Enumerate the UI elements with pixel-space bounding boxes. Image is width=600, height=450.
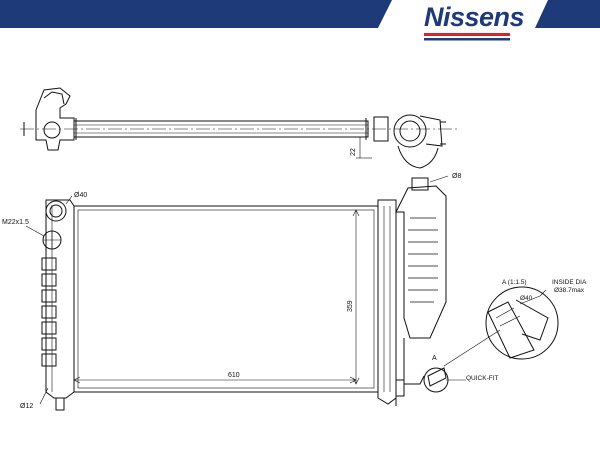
brand-name: Nissens: [424, 2, 525, 32]
dim-359-arrow-t: [352, 209, 360, 217]
detail-a-inside-dia-value: Ø38.7max: [554, 287, 585, 294]
thread-leader: [25, 225, 45, 237]
label-top-neck: Ø40: [74, 192, 87, 199]
label-sensor-port: Ø8: [452, 173, 461, 180]
top-neck-inner: [49, 204, 63, 218]
header-left-band: [0, 0, 392, 28]
right-tank-teeth: [383, 206, 391, 392]
label-quick-fit: QUICK-FIT: [466, 375, 499, 382]
dim-359-arrow-b: [352, 377, 360, 385]
detail-a-view: [485, 286, 559, 360]
logo-stripe-red: [424, 33, 510, 36]
bottom-pipe: [55, 398, 65, 411]
dim-pipe-offset: 22: [350, 148, 357, 156]
sensor-port-leader: [429, 175, 449, 183]
left-neck-detail: [43, 91, 65, 105]
label-detail-marker: A: [432, 355, 437, 362]
radiator-core-inner: [77, 209, 375, 389]
radiator-core: [73, 205, 379, 393]
lower-bracket: [396, 379, 405, 397]
detail-a-pipe: [487, 301, 535, 359]
lower-hose: [403, 338, 425, 385]
left-tank-teeth: [41, 257, 57, 367]
detail-a-circle: [485, 286, 559, 360]
top-neck-circle: [45, 200, 67, 222]
right-tank: [377, 199, 397, 405]
expansion-tank-ribs: [408, 217, 438, 303]
logo-stripe-navy: [424, 38, 510, 41]
detail-a-leader: [443, 329, 501, 367]
detail-a-rib-2: [499, 315, 521, 327]
detail-a-title: A (1:1.5): [502, 279, 527, 286]
expansion-tank: [395, 185, 447, 339]
front-view: [25, 175, 501, 411]
sensor-port: [411, 177, 429, 191]
detail-a-neck-dia: Ø40: [520, 295, 533, 302]
detail-a-rib-1: [495, 307, 515, 319]
detail-a-fitting: [515, 299, 549, 341]
top-neck-leader: [65, 195, 73, 205]
right-neck-inner: [399, 120, 421, 142]
top-tank-tube: [73, 120, 369, 138]
label-thread: M22x1.5: [2, 219, 29, 226]
label-core-height: 359: [347, 300, 354, 312]
right-outlet: [419, 115, 443, 147]
nissens-logo: Nissens: [424, 2, 525, 41]
label-bottom-pipe: Ø12: [20, 403, 33, 410]
right-bowl: [397, 145, 439, 169]
quick-fit-body: [427, 367, 447, 387]
detail-a-dim-leader: [519, 295, 541, 305]
left-neck-port: [43, 121, 61, 139]
bottom-pipe-leader: [39, 387, 49, 405]
header-right-band: [535, 0, 600, 28]
detail-a-inside-dia-title: INSIDE DIA: [552, 279, 587, 286]
label-core-width: 610: [228, 372, 240, 379]
left-neck-outline: [35, 87, 75, 151]
header-banner: Nissens: [0, 0, 600, 41]
dim-610-arrow-l: [73, 376, 81, 384]
left-tank: [45, 199, 75, 399]
right-neck-circle: [393, 114, 427, 148]
top-view: [20, 87, 460, 169]
right-collar: [373, 116, 389, 142]
detail-a-dim-leader-2: [539, 289, 547, 297]
